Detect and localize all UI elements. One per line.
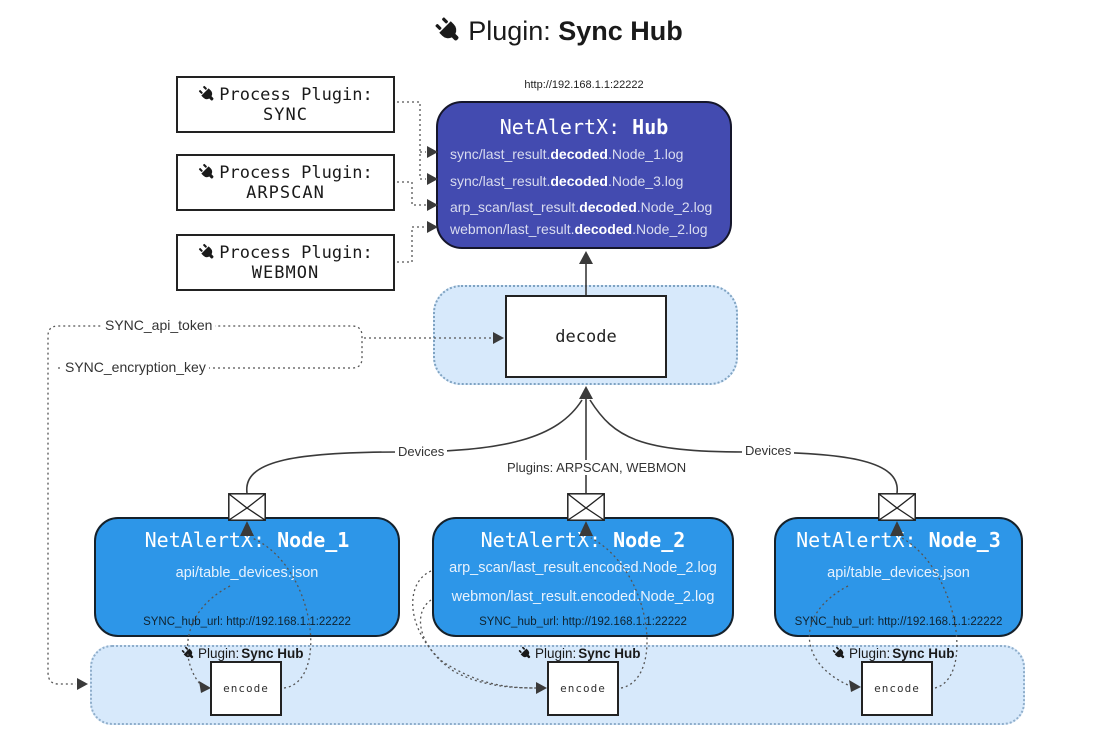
encode-box: encode <box>210 661 282 716</box>
process-plugin-label: Process Plugin: <box>219 84 373 105</box>
process-plugin-arpscan-box: Process Plugin: ARPSCAN <box>176 154 395 211</box>
node-title: NetAlertX: Node_2 <box>480 528 686 552</box>
title-name: Sync Hub <box>558 16 683 46</box>
node-title: NetAlertX: Node_3 <box>796 528 1001 552</box>
token-to-encode-panel-arrow <box>77 678 88 690</box>
hub-url-label: http://192.168.1.1:22222 <box>524 79 644 91</box>
plug-icon <box>198 243 217 262</box>
plug-icon <box>832 646 847 661</box>
process-plugin-label: Process Plugin: <box>219 242 373 263</box>
hub-log-line: sync/last_result.decoded.Node_1.log <box>450 146 684 162</box>
process-plugin-name: SYNC <box>263 104 308 125</box>
plug-icon <box>181 646 196 661</box>
sync-plugin-wire <box>397 101 426 180</box>
plug-icon <box>198 163 217 182</box>
node-file: arp_scan/last_result.encoded.Node_2.log <box>449 560 717 576</box>
plugins-edge-label: Plugins: ARPSCAN, WEBMON <box>504 460 690 475</box>
node-hub-url: SYNC_hub_url: http://192.168.1.1:22222 <box>479 616 687 628</box>
node-hub-url: SYNC_hub_url: http://192.168.1.1:22222 <box>794 616 1003 628</box>
process-plugin-label: Process Plugin: <box>219 162 373 183</box>
process-plugin-webmon-box: Process Plugin: WEBMON <box>176 234 395 291</box>
process-plugin-sync-box: Process Plugin: SYNC <box>176 76 395 133</box>
decode-to-hub-arrow <box>579 251 593 264</box>
hub-title: NetAlertX: Hub <box>499 115 669 139</box>
to-decode-arrow <box>579 386 593 399</box>
sync-encryption-key-label: SYNC_encryption_key <box>62 359 209 375</box>
process-plugin-name: WEBMON <box>251 262 320 283</box>
node-file: api/table_devices.json <box>175 565 319 581</box>
encode-box: encode <box>547 661 619 716</box>
decode-box: decode <box>505 295 667 378</box>
encode-plugin-label: Plugin: Sync Hub <box>181 646 304 661</box>
title-prefix: Plugin: <box>468 16 559 46</box>
hub-log-line: webmon/last_result.decoded.Node_2.log <box>450 221 708 237</box>
envelope-icon <box>567 493 605 521</box>
process-plugin-name: ARPSCAN <box>246 182 325 203</box>
node-hub-url: SYNC_hub_url: http://192.168.1.1:22222 <box>143 616 351 628</box>
node-3-box: NetAlertX: Node_3 api/table_devices.json… <box>774 517 1023 637</box>
devices-right-label: Devices <box>742 443 795 458</box>
node-1-box: NetAlertX: Node_1 api/table_devices.json… <box>94 517 400 637</box>
node-file: webmon/last_result.encoded.Node_2.log <box>451 589 715 605</box>
encode-plugin-label: Plugin: Sync Hub <box>832 646 955 661</box>
plug-icon <box>198 85 217 104</box>
webmon-plugin-wire <box>397 226 426 263</box>
hub-box: NetAlertX: Hub sync/last_result.decoded.… <box>436 101 732 249</box>
encode-box: encode <box>861 661 933 716</box>
devices-left-label: Devices <box>395 444 448 459</box>
envelope-icon <box>228 493 266 521</box>
envelope-icon <box>878 493 916 521</box>
hub-log-line: sync/last_result.decoded.Node_3.log <box>450 173 684 189</box>
plug-icon <box>518 646 533 661</box>
hub-log-line: arp_scan/last_result.decoded.Node_2.log <box>450 199 713 215</box>
encode-plugin-label: Plugin: Sync Hub <box>518 646 641 661</box>
node-file: api/table_devices.json <box>827 565 970 581</box>
node-title: NetAlertX: Node_1 <box>144 528 350 552</box>
arpscan-plugin-wire <box>397 181 426 206</box>
plug-icon <box>434 16 464 46</box>
page-title: Plugin: Sync Hub <box>0 16 1117 47</box>
node-2-box: NetAlertX: Node_2 arp_scan/last_result.e… <box>432 517 734 637</box>
sync-api-token-label: SYNC_api_token <box>102 317 216 333</box>
